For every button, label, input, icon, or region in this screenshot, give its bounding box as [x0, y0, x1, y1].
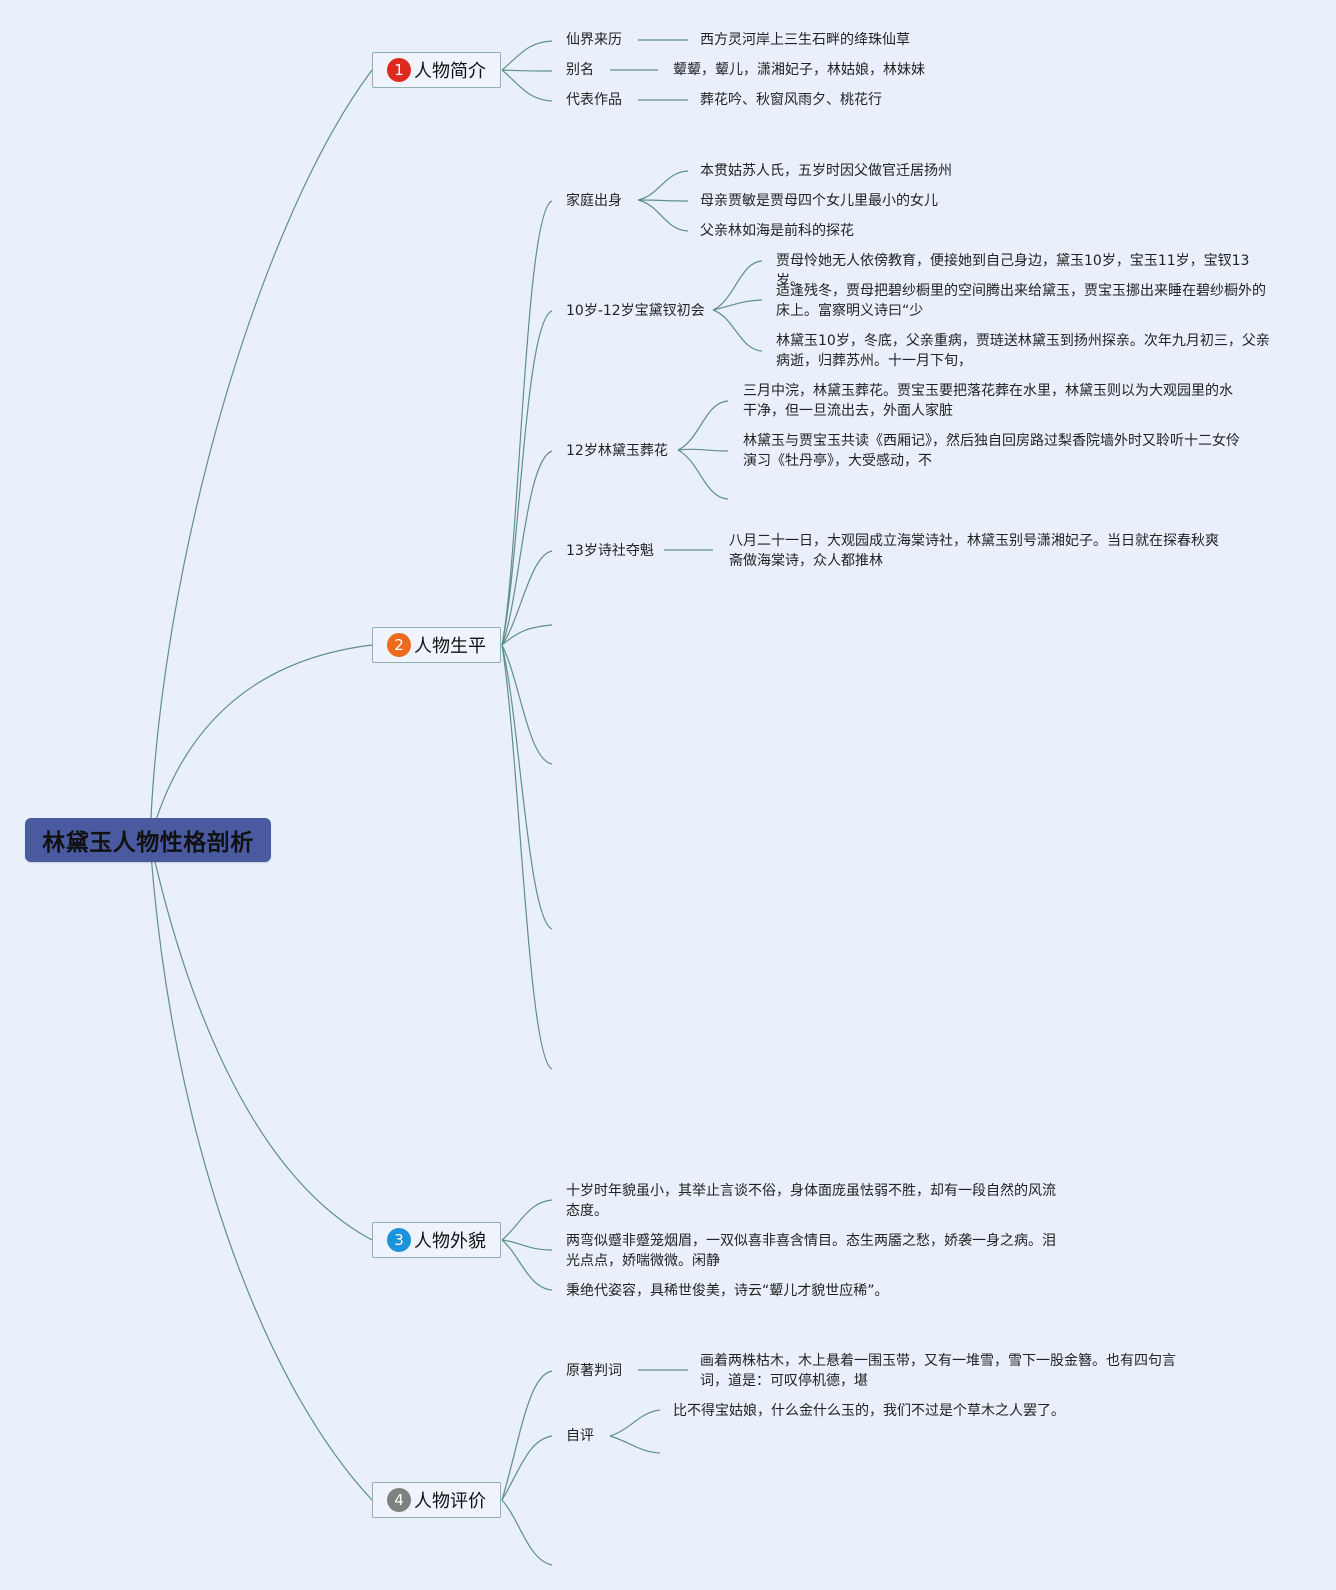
leaf-works[interactable]: 葬花吟、秋窗风雨夕、桃花行	[700, 92, 882, 108]
connector-t2-b-3	[712, 309, 763, 352]
connector-t4-a	[501, 1370, 553, 1501]
leaf-origin[interactable]: 西方灵河岸上三生石畔的绛珠仙草	[700, 32, 910, 48]
connector-t3-c	[501, 1239, 553, 1291]
connector-t2-h	[501, 644, 553, 1070]
leaf-first-meeting-1[interactable]: 贾母怜她无人依傍教育，便接她到自己身边，黛玉10岁，宝玉11岁，宝钗13岁。	[776, 253, 1250, 289]
connector-t2-b	[501, 310, 553, 646]
topic-life-story[interactable]: 2 人物生平	[372, 627, 501, 663]
topic-title: 人物简介	[414, 61, 486, 82]
topic-evaluation[interactable]: 4 人物评价	[372, 1482, 501, 1518]
connector-t2-a	[501, 200, 553, 646]
connector-t2-c	[501, 450, 553, 646]
leaf-original-verdict[interactable]: 画着两株枯木，木上悬着一围玉带，又有一堆雪，雪下一股金簪。也有四句言词，道是：可…	[700, 1353, 1176, 1389]
subtopic-origin[interactable]: 仙界来历	[566, 32, 622, 48]
connector-root-topic2	[149, 644, 373, 841]
topic-title: 人物外貌	[414, 1231, 486, 1252]
connector-t2-e	[501, 624, 553, 646]
subtopic-original-verdict[interactable]: 原著判词	[566, 1363, 622, 1379]
leaf-burying-flowers-1[interactable]: 三月中浣，林黛玉葬花。贾宝玉要把落花葬在水里，林黛玉则以为大观园里的水干净，但一…	[743, 383, 1233, 419]
number-badge-1: 1	[387, 58, 411, 82]
subtopic-alias[interactable]: 别名	[566, 62, 594, 78]
connector-t2-a-3	[637, 199, 689, 232]
topic-title: 人物评价	[414, 1491, 486, 1512]
connector-t2-g	[501, 644, 553, 930]
number-badge-2: 2	[387, 633, 411, 657]
connector-t1-a	[501, 40, 553, 71]
connector-root-topic3	[149, 839, 373, 1241]
leaf-alias[interactable]: 颦颦，颦儿，潇湘妃子，林姑娘，林妹妹	[673, 62, 925, 78]
connector-t2-d	[501, 550, 553, 646]
leaf-appearance-1[interactable]: 十岁时年貌虽小，其举止言谈不俗，身体面庞虽怯弱不胜，却有一段自然的风流态度。	[566, 1183, 1056, 1219]
connector-t2-c-3	[677, 449, 729, 500]
connector-t4-b	[501, 1435, 553, 1501]
subtopic-family[interactable]: 家庭出身	[566, 193, 622, 209]
connector-t1-c	[501, 69, 553, 102]
connector-root-topic4	[149, 839, 373, 1501]
subtopic-self-evaluation[interactable]: 自评	[566, 1428, 594, 1444]
connector-t2-c-2	[677, 448, 729, 452]
number-badge-3: 3	[387, 1228, 411, 1252]
topic-title: 人物生平	[414, 636, 486, 657]
number-badge-4: 4	[387, 1488, 411, 1512]
connector-t2-f	[501, 644, 553, 765]
connector-t2-b-2	[712, 299, 763, 311]
subtopic-burying-flowers[interactable]: 12岁林黛玉葬花	[566, 443, 668, 459]
connector-t2-a-2	[637, 199, 689, 202]
connector-root-topic1	[149, 69, 373, 841]
leaf-appearance-2[interactable]: 两弯似蹙非蹙笼烟眉，一双似喜非喜含情目。态生两靥之愁，娇袭一身之病。泪光点点，娇…	[566, 1233, 1056, 1269]
subtopic-first-meeting[interactable]: 10岁-12岁宝黛钗初会	[566, 303, 705, 319]
subtopic-works[interactable]: 代表作品	[566, 92, 622, 108]
leaf-self-evaluation[interactable]: 比不得宝姑娘，什么金什么玉的，我们不过是个草木之人罢了。	[673, 1403, 1065, 1419]
connector-t2-c-1	[677, 400, 729, 451]
connector-t4-b-1	[609, 1409, 661, 1437]
leaf-family-3[interactable]: 父亲林如海是前科的探花	[700, 223, 854, 239]
connector-t2-b-1	[712, 260, 763, 311]
leaf-first-meeting-2[interactable]: 适逢残冬，贾母把碧纱橱里的空间腾出来给黛玉，贾宝玉挪出来睡在碧纱橱外的床上。富察…	[776, 283, 1266, 319]
connector-t1-b	[501, 69, 553, 72]
leaf-burying-flowers-2[interactable]: 林黛玉与贾宝玉共读《西厢记》，然后独自回房路过梨香院墙外时又聆听十二女伶演习《牡…	[743, 433, 1240, 469]
root-topic[interactable]: 林黛玉人物性格剖析	[25, 818, 271, 862]
leaf-appearance-3[interactable]: 秉绝代姿容，具稀世俊美，诗云“颦儿才貌世应稀”。	[566, 1283, 889, 1299]
subtopic-poetry-club[interactable]: 13岁诗社夺魁	[566, 543, 654, 559]
topic-character-intro[interactable]: 1 人物简介	[372, 52, 501, 88]
leaf-family-2[interactable]: 母亲贾敏是贾母四个女儿里最小的女儿	[700, 193, 938, 209]
leaf-poetry-club[interactable]: 八月二十一日，大观园成立海棠诗社，林黛玉别号潇湘妃子。当日就在探春秋爽斋做海棠诗…	[729, 533, 1219, 569]
leaf-family-1[interactable]: 本贯姑苏人氏，五岁时因父做官迁居扬州	[700, 163, 952, 179]
connector-t3-b	[501, 1239, 553, 1251]
connector-t4-b-2	[609, 1435, 661, 1454]
topic-appearance[interactable]: 3 人物外貌	[372, 1222, 501, 1258]
connector-t3-a	[501, 1199, 553, 1241]
leaf-first-meeting-3[interactable]: 林黛玉10岁，冬底，父亲重病，贾琏送林黛玉到扬州探亲。次年九月初三，父亲病逝，归…	[776, 333, 1270, 369]
connector-t4-c	[501, 1499, 553, 1566]
connector-t2-a-1	[637, 170, 689, 201]
